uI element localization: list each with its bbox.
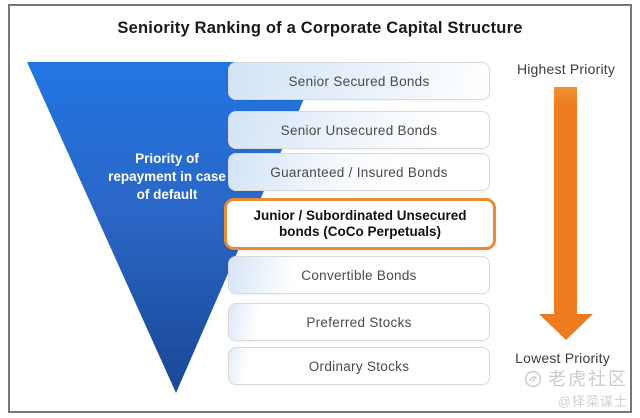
watermark-username: @择菜谋士 xyxy=(557,394,628,409)
tiger-logo-icon xyxy=(524,370,542,388)
priority-arrow-shaft xyxy=(554,87,577,315)
priority-arrow-down-icon xyxy=(539,314,593,340)
bar-junior-subordinated-coco: Junior / Subordinated Unsecured bonds (C… xyxy=(224,198,496,250)
lowest-priority-label: Lowest Priority xyxy=(515,350,610,366)
diagram-title: Seniority Ranking of a Corporate Capital… xyxy=(117,19,523,37)
watermark: 老虎社区 @择菜谋士 xyxy=(524,369,628,410)
bar-guaranteed-insured-bonds: Guaranteed / Insured Bonds xyxy=(228,153,490,191)
bar-senior-secured-bonds: Senior Secured Bonds xyxy=(228,62,490,100)
bar-ordinary-stocks: Ordinary Stocks xyxy=(228,347,490,385)
funnel-label: Priority of repayment in case of default xyxy=(108,151,226,202)
watermark-community-name: 老虎社区 xyxy=(548,369,628,389)
bar-senior-unsecured-bonds: Senior Unsecured Bonds xyxy=(228,111,490,149)
bar-convertible-bonds: Convertible Bonds xyxy=(228,256,490,294)
bar-preferred-stocks: Preferred Stocks xyxy=(228,303,490,341)
highest-priority-label: Highest Priority xyxy=(516,61,616,77)
